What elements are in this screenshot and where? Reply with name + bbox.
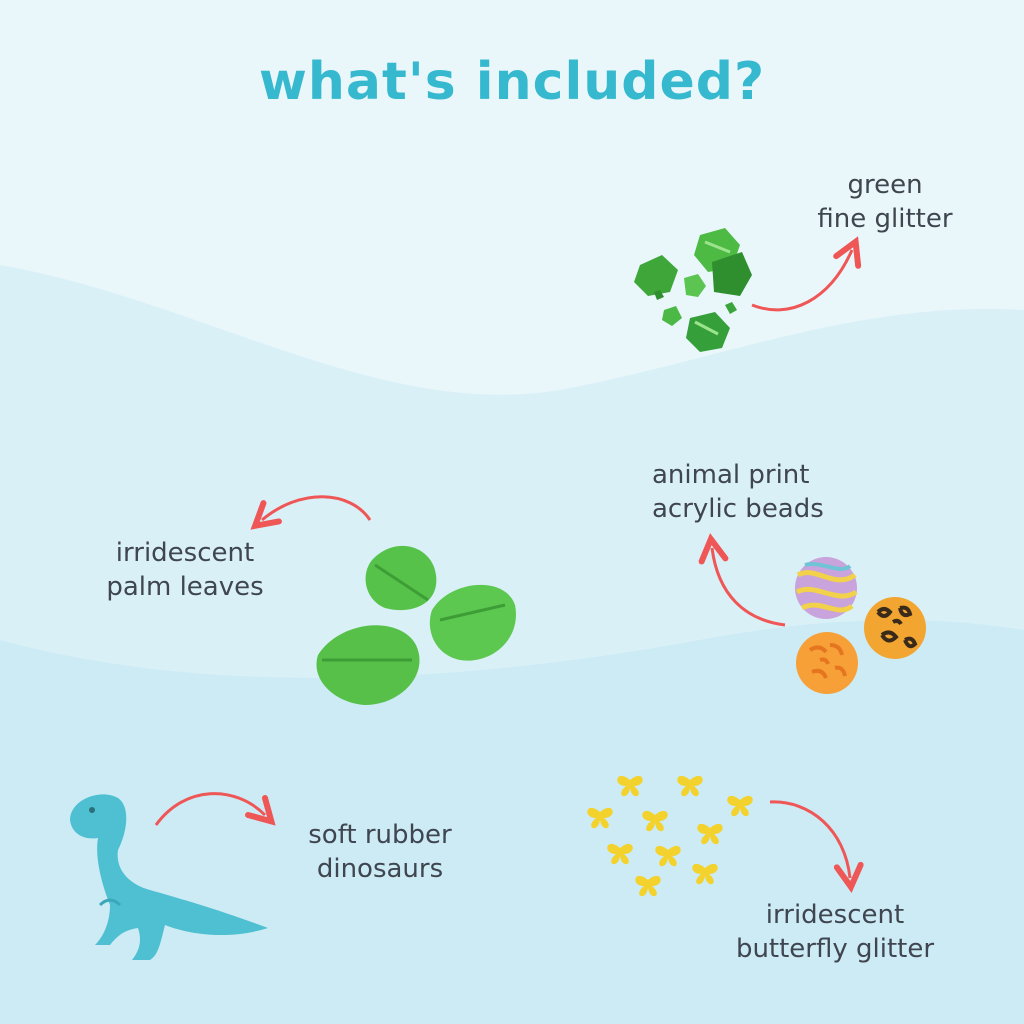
- glitter-label: green fine glitter: [790, 168, 980, 236]
- butterflies-label-line1: irridescent: [765, 900, 905, 930]
- glitter-label-line2: fine glitter: [817, 204, 953, 234]
- palm-leaves-icon: [316, 545, 516, 705]
- dinosaur-icon: [70, 794, 268, 960]
- leaves-label-line1: irridescent: [115, 538, 255, 568]
- leaves-label: irridescent palm leaves: [95, 536, 275, 604]
- glitter-label-line1: green: [847, 170, 923, 200]
- butterflies-label: irridescent butterfly glitter: [700, 898, 970, 966]
- leaves-arrow: [262, 495, 372, 520]
- beads-label-line2: acrylic beads: [652, 494, 824, 524]
- dinos-arrow: [154, 792, 265, 826]
- beads-icon: [795, 557, 926, 694]
- butterfly-glitter-icon: [587, 775, 753, 897]
- butterflies-arrow: [769, 800, 850, 878]
- beads-label-line1: animal print: [652, 460, 810, 490]
- dinos-label-line1: soft rubber: [308, 820, 452, 850]
- dinos-label-line2: dinosaurs: [316, 854, 444, 884]
- page-title: what's included?: [258, 52, 766, 112]
- glitter-arrow: [751, 250, 852, 312]
- dinos-label: soft rubber dinosaurs: [285, 818, 475, 886]
- leaves-label-line2: palm leaves: [106, 572, 264, 602]
- beads-label: animal print acrylic beads: [652, 458, 824, 526]
- green-glitter-icon: [634, 228, 752, 352]
- beads-arrow: [712, 548, 786, 627]
- butterflies-label-line2: butterfly glitter: [735, 934, 935, 964]
